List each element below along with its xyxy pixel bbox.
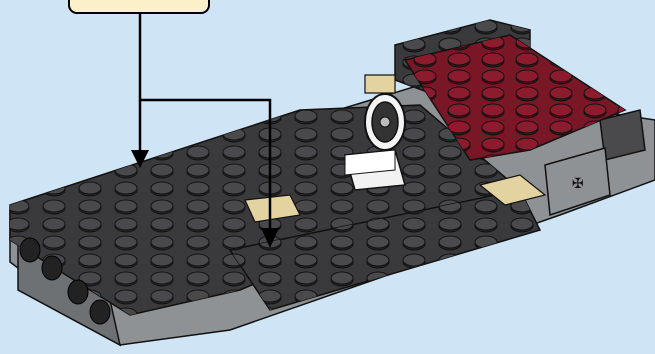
svg-text:✠: ✠ (572, 176, 584, 192)
white-seat (345, 150, 405, 190)
steering-wheel-icon (365, 94, 405, 150)
technic-cross-hole-icon: ✠ (572, 176, 584, 192)
